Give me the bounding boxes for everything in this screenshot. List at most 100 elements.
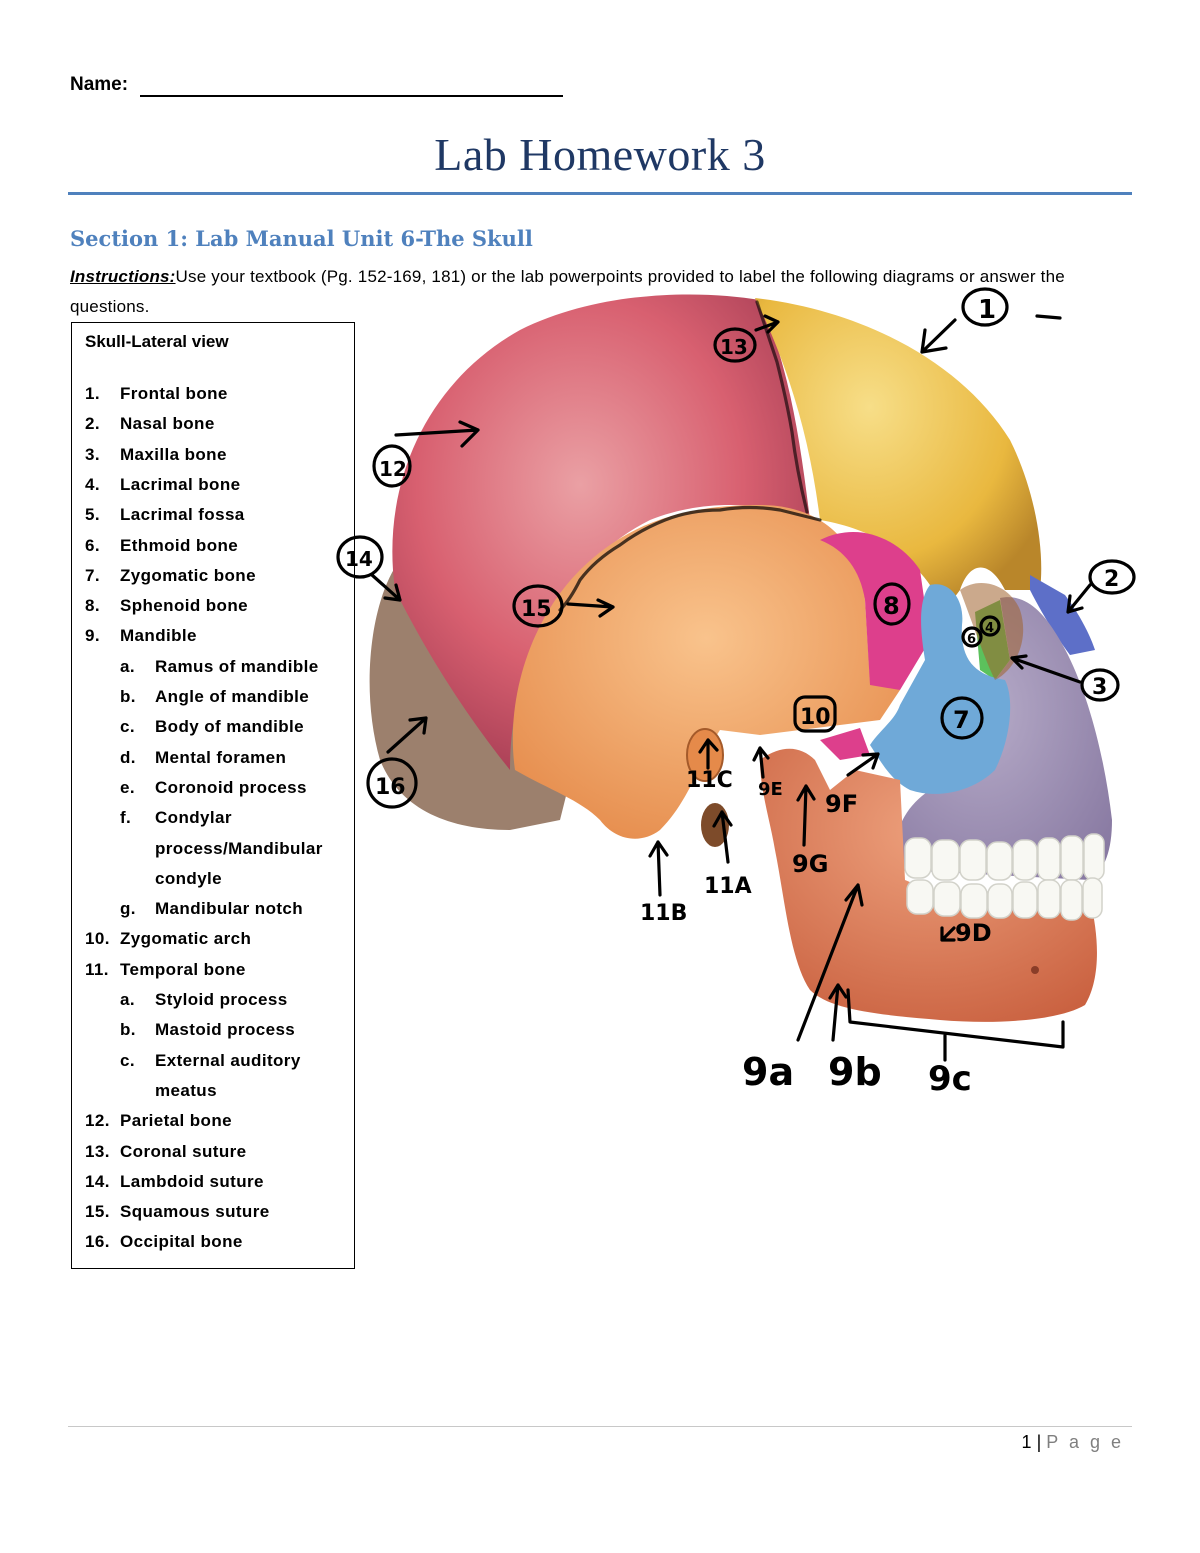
- legend-item: 15.Squamous suture: [85, 1197, 350, 1227]
- legend-item: 14. Lambdoid suture: [85, 1167, 350, 1197]
- legend-item-number: d.: [120, 747, 136, 767]
- legend-item: b.Angle of mandible: [85, 682, 350, 712]
- annotation-9g: 9G: [792, 784, 828, 878]
- annotation-8: 8: [873, 582, 911, 626]
- annotation-9d: 9D: [940, 919, 992, 947]
- legend-item-label: Zygomatic bone: [120, 565, 256, 585]
- coronal-suture-line: [755, 300, 809, 514]
- legend-item-number: f.: [120, 808, 132, 828]
- legend-item: b. Mastoid process: [85, 1015, 350, 1045]
- svg-text:3: 3: [1092, 675, 1107, 700]
- page-footer: 1 | P a g e: [0, 1432, 1124, 1453]
- annotation-13: 13: [713, 314, 780, 363]
- legend-item: c.Body of mandible: [85, 712, 350, 742]
- legend-item-number: a.: [120, 656, 135, 676]
- legend-item-label: Mandibular notch: [155, 899, 304, 919]
- legend-item-number: 16.: [85, 1232, 110, 1252]
- page-label: P a g e: [1046, 1432, 1124, 1452]
- annotation-10: 10: [793, 695, 837, 733]
- legend-item-number: b.: [120, 1020, 136, 1040]
- legend-item-label: condyle: [155, 868, 223, 888]
- mandible-region: [760, 748, 1097, 1022]
- annotation-2: 2: [1066, 559, 1136, 614]
- lower-teeth: [906, 877, 1103, 921]
- annotation-7: 7: [940, 696, 984, 740]
- legend-item: 3. Maxilla bone: [85, 440, 350, 470]
- legend-item-label: Ethmoid bone: [120, 535, 239, 555]
- legend-item: 2.Nasal bone: [85, 409, 350, 439]
- name-blank-line[interactable]: [140, 95, 563, 97]
- legend-item-label: Lacrimal fossa: [120, 505, 245, 525]
- legend-item: 7.Zygomatic bone: [85, 561, 350, 591]
- legend-item: d.Mental foramen: [85, 743, 350, 773]
- legend-item-label: Mandible: [120, 626, 197, 646]
- legend-item-label: External auditory: [155, 1050, 301, 1070]
- name-label: Name:: [70, 74, 129, 95]
- purple-mark: [1035, 314, 1062, 320]
- legend-item-number: 1.: [85, 384, 100, 403]
- legend-item-number: 12.: [85, 1111, 110, 1131]
- legend-item-label: Coronal suture: [120, 1141, 247, 1161]
- svg-text:6: 6: [967, 632, 976, 647]
- svg-text:11B: 11B: [640, 901, 687, 926]
- legend-item-label: Condylar: [155, 808, 232, 828]
- svg-text:14: 14: [345, 547, 373, 571]
- legend-item-label: Occipital bone: [120, 1232, 243, 1252]
- footer-divider: [68, 1426, 1132, 1427]
- annotation-1: 1: [920, 287, 1009, 354]
- instructions-text: Use your textbook (Pg. 152-169, 181) or …: [70, 267, 1065, 316]
- squamous-suture-line: [558, 505, 822, 612]
- annotation-3: 3: [1010, 654, 1120, 702]
- legend-item-number: a.: [120, 990, 135, 1009]
- document-title: Lab Homework 3: [434, 129, 766, 180]
- legend-item-number: 11.: [85, 959, 109, 979]
- legend-item: 5.Lacrimal fossa: [85, 500, 350, 530]
- svg-text:9E: 9E: [758, 779, 783, 800]
- page-number: 1: [1021, 1432, 1032, 1452]
- legend-item: 8.Sphenoid bone: [85, 591, 350, 621]
- legend-item: a. Styloid process: [85, 985, 350, 1015]
- ear-canal-shape: [686, 728, 724, 782]
- legend-item-number: 4.: [85, 474, 100, 494]
- legend-item: 1.Frontal bone: [85, 379, 350, 409]
- svg-text:4: 4: [985, 621, 994, 636]
- temporal-region: [512, 505, 900, 839]
- legend-item: a. Ramus of mandible: [85, 652, 350, 682]
- legend-item: 4.Lacrimal bone: [85, 470, 350, 500]
- legend-item-number: 9.: [85, 626, 100, 646]
- svg-text:15: 15: [521, 597, 552, 622]
- orbit-shadow: [960, 582, 1024, 680]
- legend-item-label: Mastoid process: [155, 1020, 296, 1040]
- legend-item-number: e.: [120, 777, 135, 797]
- annotation-9c: 9c: [846, 988, 1065, 1099]
- legend-item-label: Parietal bone: [120, 1111, 232, 1131]
- legend-item-label: Ramus of mandible: [155, 656, 319, 676]
- upper-teeth: [904, 833, 1105, 881]
- legend-item-label: Coronoid process: [155, 777, 307, 797]
- legend-item-number: 15.: [85, 1202, 110, 1222]
- svg-text:2: 2: [1104, 567, 1119, 592]
- zygomatic-region: [870, 584, 1011, 794]
- legend-item: 13.Coronal suture: [85, 1137, 350, 1167]
- instructions-paragraph: Instructions:Use your textbook (Pg. 152-…: [70, 262, 1140, 322]
- legend-item-label: Maxilla bone: [120, 444, 227, 464]
- svg-text:9G: 9G: [792, 850, 828, 878]
- legend-item-label: Sphenoid bone: [120, 596, 248, 616]
- legend-item: meatus: [85, 1076, 350, 1106]
- legend-title: Skull-Lateral view: [85, 332, 229, 351]
- legend-item: 16. Occipital bone: [85, 1227, 350, 1257]
- legend-item-number: 3.: [85, 444, 100, 464]
- annotation-11c: 11C: [686, 738, 733, 793]
- legend-item-number: 6.: [85, 535, 100, 555]
- legend-item: condyle: [85, 864, 350, 894]
- annotation-16: 16: [366, 716, 428, 809]
- legend-item-number: 14.: [85, 1171, 110, 1191]
- legend-item-label: Lambdoid suture: [120, 1171, 264, 1191]
- legend-item-label: Styloid process: [155, 990, 288, 1009]
- legend-item-label: Nasal bone: [120, 414, 215, 434]
- mental-foramen-shape: [1031, 966, 1039, 974]
- svg-text:13: 13: [720, 335, 748, 359]
- legend-box: [71, 322, 355, 1269]
- svg-text:9F: 9F: [825, 790, 858, 818]
- legend-item-label: Body of mandible: [155, 717, 305, 737]
